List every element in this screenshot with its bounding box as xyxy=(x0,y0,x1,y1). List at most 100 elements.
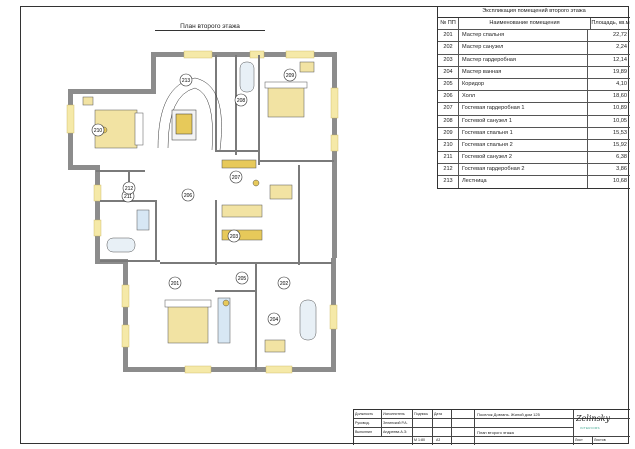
room-marker xyxy=(181,188,195,202)
row-area: 2,24 xyxy=(616,44,627,51)
row-num: 202 xyxy=(438,42,459,54)
room-number: 205 xyxy=(238,276,247,282)
stamp-role-1: Руковод. xyxy=(355,421,370,425)
stamp-col-date: Дата xyxy=(434,412,442,416)
room-number: 203 xyxy=(230,234,239,240)
stamp-sheet-title: План второго этажа xyxy=(477,430,514,435)
plan-title: План второго этажа xyxy=(155,23,265,31)
row-name: Холл xyxy=(459,91,588,103)
row-area: 19,89 xyxy=(613,68,627,75)
title-block: Должность Исполнитель Подпись Дата Руков… xyxy=(353,409,630,445)
row-num: 208 xyxy=(438,115,459,127)
room-marker xyxy=(122,181,136,195)
row-area: 4,10 xyxy=(616,80,627,87)
row-name: Гостевая спальня 2 xyxy=(459,139,588,152)
header-num: № ПП xyxy=(438,18,459,30)
row-area: 12,14 xyxy=(613,56,627,63)
row-area: 22,72 xyxy=(613,32,627,39)
room-number: 212 xyxy=(125,186,134,192)
row-area: 15,53 xyxy=(613,129,627,136)
room-number: 211 xyxy=(124,194,132,200)
furniture xyxy=(82,61,317,353)
stamp-sheet-label: Лист xyxy=(575,438,583,442)
row-num: 210 xyxy=(438,139,459,152)
stamp-sheets-label: Листов xyxy=(594,438,606,442)
row-num: 213 xyxy=(438,176,459,188)
room-marker xyxy=(267,312,281,326)
room-marker xyxy=(234,93,248,107)
stamp-person-1: Зелинский Р.А. xyxy=(383,421,408,425)
row-num: 205 xyxy=(438,78,459,91)
room-number: 206 xyxy=(184,193,193,199)
row-area: 10,89 xyxy=(613,105,627,112)
row-area: 10,05 xyxy=(613,117,627,124)
stamp-brand: Zelinsky xyxy=(576,414,611,423)
room-number: 210 xyxy=(94,128,103,134)
stair xyxy=(157,77,222,151)
room-marker xyxy=(168,276,182,290)
room-marker xyxy=(277,276,291,290)
row-num: 207 xyxy=(438,103,459,115)
row-area: 15,92 xyxy=(613,141,627,148)
row-name: Лестница xyxy=(459,176,588,188)
row-name: Гостевая гардеробная 1 xyxy=(459,103,588,115)
room-marker xyxy=(227,229,241,243)
row-area: 18,60 xyxy=(613,93,627,100)
explication-title: Экспликация помещений второго этажа xyxy=(438,6,630,18)
stamp-col-sign: Подпись xyxy=(414,412,429,416)
stamp-col-role: Должность xyxy=(355,412,374,416)
stamp-project: Поселок Довгань. Жилой дом 125 xyxy=(477,412,540,417)
room-marker xyxy=(283,68,297,82)
stamp-col-person: Исполнитель xyxy=(383,412,405,416)
row-name: Коридор xyxy=(459,78,588,91)
row-area: 6,38 xyxy=(616,154,627,161)
room-number: 201 xyxy=(171,281,180,287)
room-number: 208 xyxy=(237,98,246,104)
row-name: Мастер ванная xyxy=(459,66,588,78)
row-area: 3,86 xyxy=(616,166,627,173)
stamp-sheet-code: А3 xyxy=(436,438,441,442)
header-area: Площадь, кв.м xyxy=(591,20,630,26)
stamp-scale: М 1:80 xyxy=(414,438,425,442)
row-num: 203 xyxy=(438,54,459,66)
row-name: Мастер санузел xyxy=(459,42,588,54)
room-marker xyxy=(235,271,249,285)
room-number: 204 xyxy=(270,317,279,323)
row-name: Гостевой санузел 2 xyxy=(459,152,588,164)
row-num: 211 xyxy=(438,152,459,164)
stamp-person-2: Андреева А.Э. xyxy=(383,430,408,434)
row-name: Мастер гардеробная xyxy=(459,54,588,66)
row-name: Мастер спальня xyxy=(459,30,588,42)
row-num: 204 xyxy=(438,66,459,78)
row-num: 206 xyxy=(438,91,459,103)
explication-header-row: № ПП Наименование помещения Площадь, кв.… xyxy=(438,18,630,31)
row-name: Гостевая спальня 1 xyxy=(459,127,588,139)
row-num: 212 xyxy=(438,164,459,176)
room-marker xyxy=(179,73,193,87)
stamp-brand-sub: INTERIORS xyxy=(580,426,600,430)
room-marker xyxy=(91,123,105,137)
windows xyxy=(66,50,339,374)
stamp-role-2: Выполнил xyxy=(355,430,373,434)
explication-table: Экспликация помещений второго этажа № ПП… xyxy=(437,6,630,189)
header-name: Наименование помещения xyxy=(459,18,591,30)
room-number: 202 xyxy=(280,281,289,287)
room-number: 213 xyxy=(182,78,191,84)
row-num: 201 xyxy=(438,30,459,42)
drawing-frame xyxy=(20,6,629,444)
row-name: Гостевой санузел 1 xyxy=(459,115,588,127)
row-name: Гостевая гардеробная 2 xyxy=(459,164,588,176)
